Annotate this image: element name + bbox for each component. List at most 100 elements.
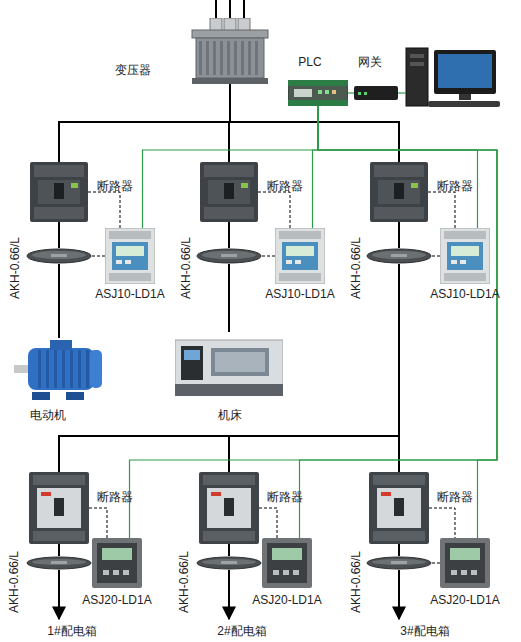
shape-part	[275, 228, 325, 284]
current-transformer: AKH-0.66/L	[196, 556, 262, 570]
node-label: 断路器	[97, 490, 133, 504]
shape-part	[97, 543, 137, 583]
communication-line	[130, 106, 498, 538]
shape-part	[27, 249, 91, 263]
energy-meter-shape	[105, 228, 155, 284]
node-label: AKH-0.66/L	[7, 551, 21, 613]
energy-meter-shape	[440, 228, 490, 284]
pc-keyboard	[428, 101, 500, 107]
shape-part	[199, 472, 259, 544]
energy-meter-shape	[440, 538, 490, 588]
shape-part	[377, 488, 421, 528]
shape-part	[227, 41, 230, 75]
node-label: 电动机	[30, 408, 66, 422]
pc-tower	[406, 48, 428, 106]
shape-part	[279, 231, 321, 239]
shape-part	[200, 162, 258, 222]
shape-part	[374, 207, 424, 219]
shape-part	[202, 559, 256, 565]
gateway: 网关	[354, 86, 398, 100]
current-transformer-shape	[26, 556, 92, 570]
communication-line	[143, 106, 319, 228]
signal-dashed-line	[258, 192, 290, 228]
power-line	[58, 264, 60, 338]
circuit-breaker-shape	[30, 162, 88, 222]
shape-part	[221, 561, 237, 564]
shape-part	[90, 350, 102, 388]
energy-meter: ASJ10-LD1A	[440, 228, 490, 284]
power-line	[228, 264, 230, 332]
shape-part	[86, 350, 89, 388]
shape-part	[391, 254, 407, 257]
node-label: 网关	[358, 55, 382, 69]
shape-part	[460, 260, 466, 264]
shape-part	[203, 475, 255, 485]
signal-dashed-line	[429, 508, 455, 538]
transformer-shape	[188, 18, 272, 84]
shape-part	[50, 340, 72, 350]
energy-meter: ASJ20-LD1A	[92, 538, 142, 588]
shape-part	[202, 251, 256, 259]
signal-dashed-line	[432, 563, 440, 564]
shape-part	[51, 254, 67, 257]
signal-dashed-line	[432, 256, 440, 257]
shape-part	[192, 30, 268, 38]
shape-part	[14, 365, 30, 373]
node-label: AKH-0.66/L	[349, 237, 363, 299]
current-transformer-shape	[196, 556, 262, 570]
energy-meter: ASJ10-LD1A	[105, 228, 155, 284]
shape-part	[364, 92, 367, 95]
current-transformer-shape	[196, 248, 262, 264]
node-label: 断路器	[437, 490, 473, 504]
node-label: ASJ10-LD1A	[95, 287, 164, 301]
gateway-shape	[354, 86, 398, 100]
shape-part	[286, 260, 292, 264]
circuit-breaker: 断路器	[29, 472, 89, 544]
shape-part	[38, 180, 80, 204]
electric-motor-shape	[14, 338, 104, 400]
node-label: ASJ10-LD1A	[430, 287, 499, 301]
node-label: 断路器	[267, 179, 303, 193]
shape-part	[33, 475, 85, 485]
shape-part	[440, 228, 490, 284]
pc-monitor	[434, 50, 496, 94]
shape-part	[461, 570, 467, 575]
shape-part	[125, 260, 131, 264]
shape-part	[267, 543, 307, 583]
shape-part	[354, 86, 398, 100]
shape-part	[373, 531, 425, 541]
shape-part	[184, 350, 200, 360]
shape-part	[367, 557, 431, 569]
node-label: AKH-0.66/L	[179, 237, 193, 299]
shape-part	[288, 80, 348, 86]
shape-part	[440, 538, 490, 588]
shape-part	[294, 89, 312, 97]
pc-drive	[410, 54, 424, 58]
shape-part	[286, 246, 314, 256]
current-transformer: AKH-0.66/L	[26, 248, 92, 264]
shape-part	[116, 246, 144, 256]
signal-dashed-line	[428, 192, 455, 228]
current-transformer: AKH-0.66/L	[366, 248, 432, 264]
shape-part	[378, 180, 420, 204]
shape-part	[213, 41, 216, 75]
node-label: 断路器	[97, 179, 133, 193]
current-transformer: AKH-0.66/L	[366, 556, 432, 570]
shape-part	[34, 165, 84, 177]
shape-part	[262, 538, 312, 588]
transformer: 变压器	[188, 18, 272, 84]
circuit-breaker: 断路器	[30, 162, 88, 222]
current-transformer-shape	[366, 556, 432, 570]
shape-part	[234, 41, 237, 75]
circuit-breaker-shape	[199, 472, 259, 544]
node-label: 断路器	[267, 490, 303, 504]
shape-part	[203, 531, 255, 541]
power-line	[398, 222, 400, 248]
pc-drive	[410, 62, 424, 66]
shape-part	[369, 472, 429, 544]
shape-part	[33, 531, 85, 541]
shape-part	[175, 340, 283, 386]
circuit-breaker-shape	[370, 162, 428, 222]
machine-tool-shape	[175, 332, 283, 396]
